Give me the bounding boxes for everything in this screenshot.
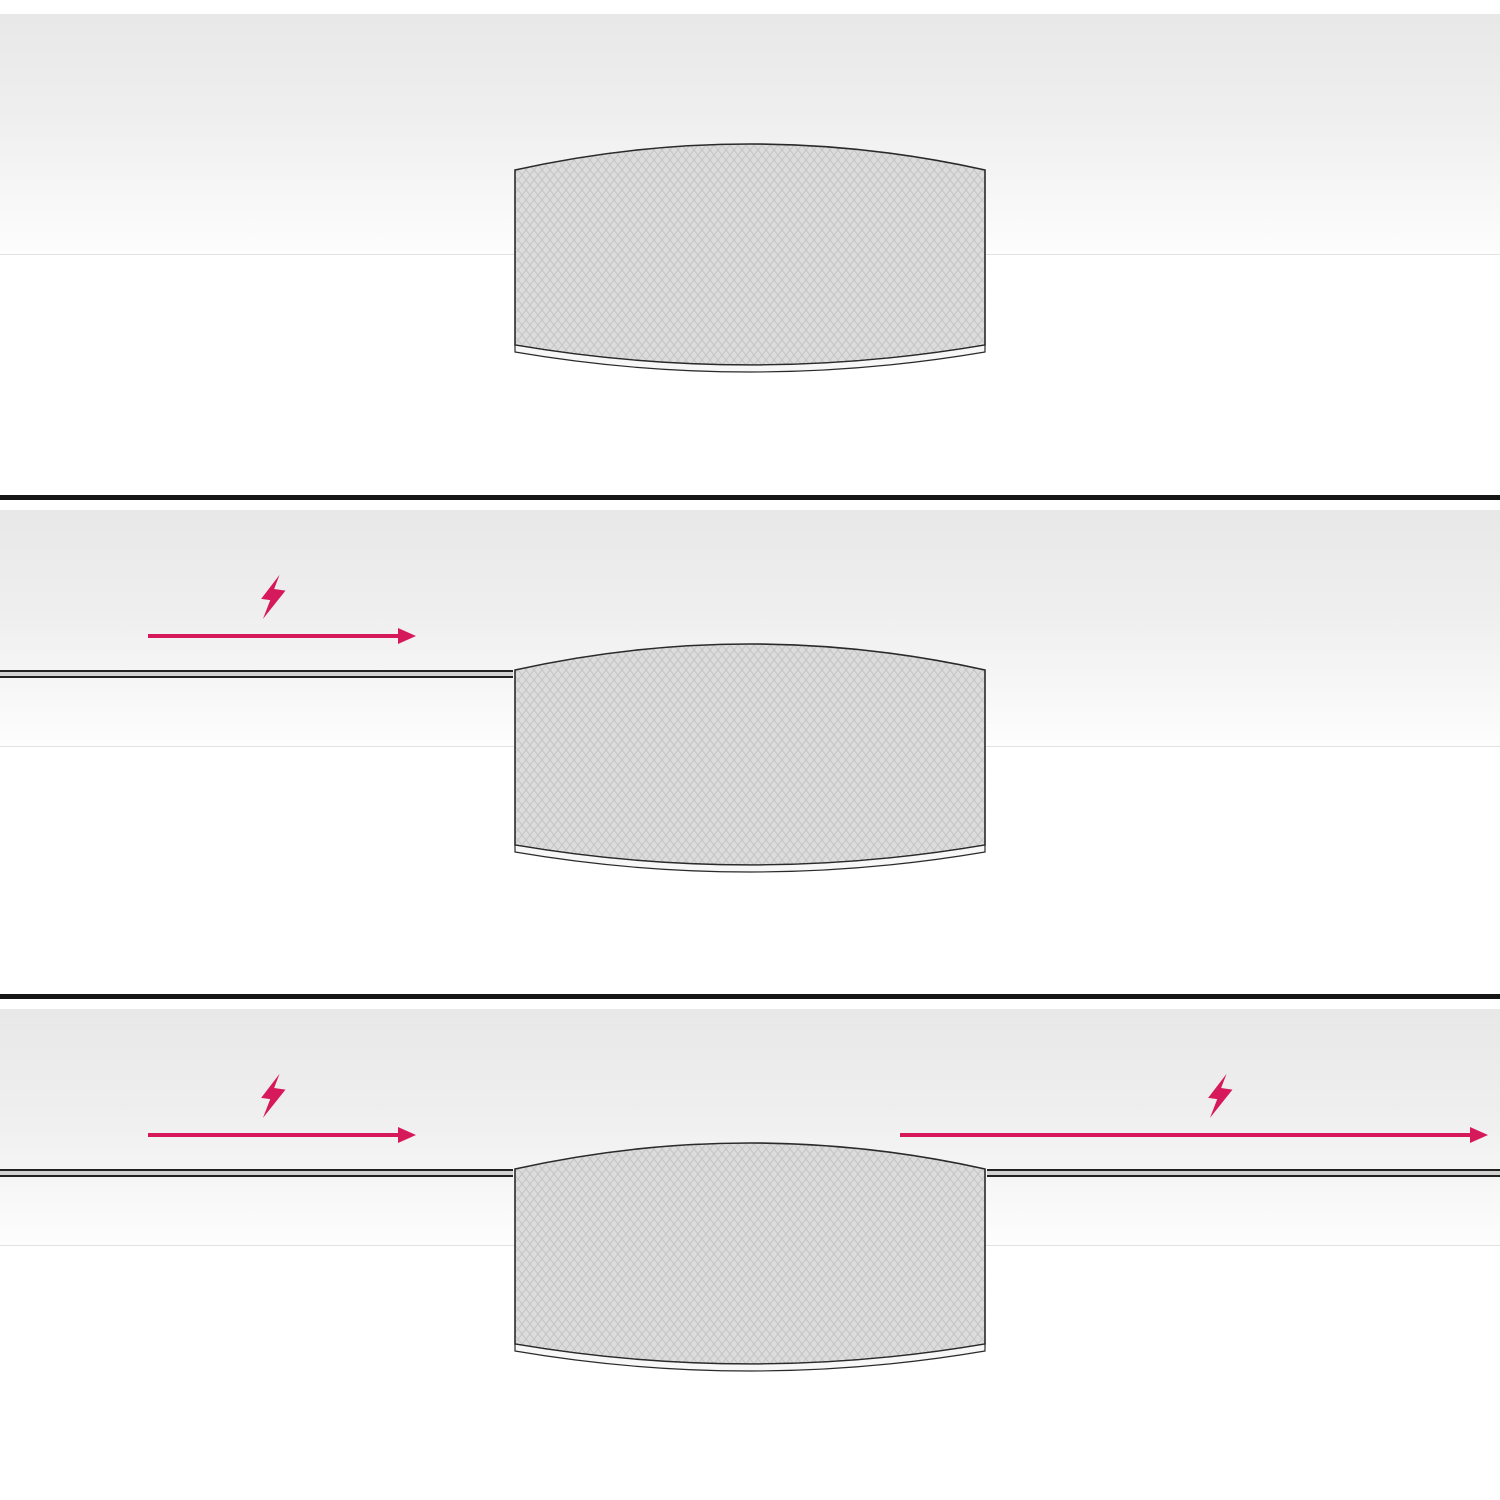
ceiling-lamp-illustration [510, 640, 990, 880]
drum-shade-drawing [514, 1142, 986, 1372]
ceiling-lamp-illustration [510, 1139, 990, 1379]
panel-lamp-flush-mounted [0, 0, 1500, 495]
current-direction-arrow-left [148, 1125, 418, 1145]
ceiling-lamp-illustration [510, 140, 990, 380]
panel-divider [0, 495, 1500, 500]
panel-lamp-power-feed-through [0, 999, 1500, 1497]
panel-divider [0, 994, 1500, 999]
drum-shade-drawing [514, 143, 986, 373]
power-cable-left [0, 670, 513, 678]
power-cable-right [987, 1169, 1500, 1177]
lightning-bolt-icon [255, 572, 291, 622]
power-cable-left [0, 1169, 513, 1177]
lightning-bolt-icon [1202, 1071, 1238, 1121]
lightning-bolt-icon [255, 1071, 291, 1121]
drum-shade-drawing [514, 643, 986, 873]
current-direction-arrow-left [148, 626, 418, 646]
panel-lamp-power-feed-left [0, 500, 1500, 994]
current-direction-arrow-right [900, 1125, 1490, 1145]
